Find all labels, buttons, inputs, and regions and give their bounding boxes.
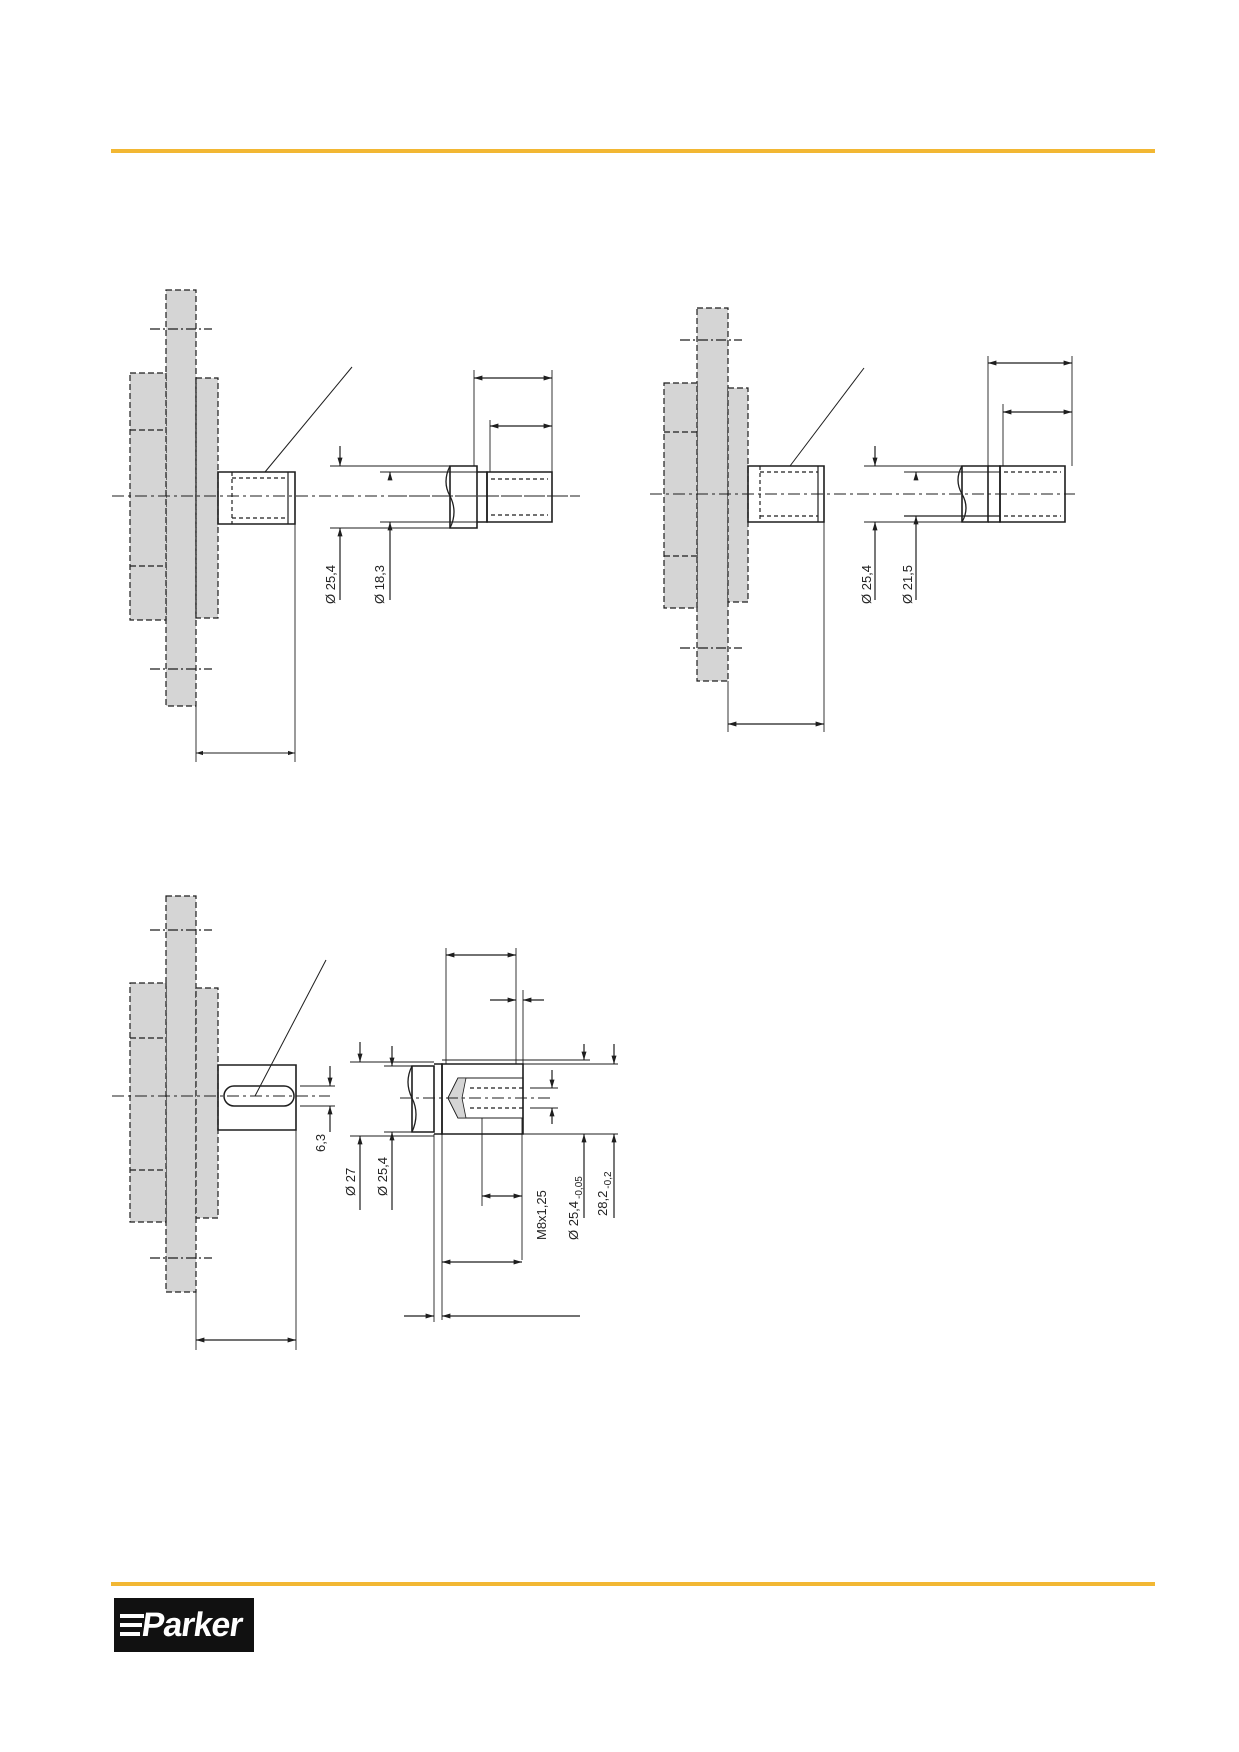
logo-dash-top xyxy=(120,1614,144,1618)
parker-logo: Parker xyxy=(114,1598,254,1652)
dim-dia-inner-tr: Ø 21,5 xyxy=(900,565,915,604)
dim-dia-inner-tl: Ø 18,3 xyxy=(372,565,387,604)
housing-flange xyxy=(165,289,197,707)
housing-body xyxy=(129,372,167,621)
dim-dia-tolerance: Ø 25,4 -0,05 xyxy=(566,1176,585,1240)
shaft-stub xyxy=(217,471,296,525)
drawing-top-right xyxy=(650,307,1075,732)
drawing-bottom-left xyxy=(112,895,618,1350)
drawing-top-left xyxy=(112,289,580,762)
bottom-accent-rule xyxy=(111,1582,1155,1586)
logo-text: Parker xyxy=(139,1606,245,1644)
dim-thread: M8x1,25 xyxy=(534,1190,549,1240)
dim-length-tolerance: 28,2 -0,2 xyxy=(595,1171,614,1216)
dim-length-tol-value: -0,2 xyxy=(603,1171,614,1189)
logo-dash-middle xyxy=(120,1623,142,1627)
dim-dia-outer-tl: Ø 25,4 xyxy=(323,565,338,604)
dim-dia-27: Ø 27 xyxy=(343,1168,358,1196)
dim-key-width: 6,3 xyxy=(313,1134,328,1152)
dim-length-base: 28,2 xyxy=(595,1191,610,1216)
top-accent-rule xyxy=(111,149,1155,153)
dim-dia-tol-value: -0,05 xyxy=(574,1176,585,1199)
housing-pilot xyxy=(195,377,219,619)
shaft-detail xyxy=(449,465,478,529)
dim-dia-tol-base: Ø 25,4 xyxy=(566,1201,581,1240)
dim-dia-shaft: Ø 25,4 xyxy=(375,1157,390,1196)
logo-dash-bottom xyxy=(120,1632,140,1636)
dim-dia-outer-tr: Ø 25,4 xyxy=(859,565,874,604)
